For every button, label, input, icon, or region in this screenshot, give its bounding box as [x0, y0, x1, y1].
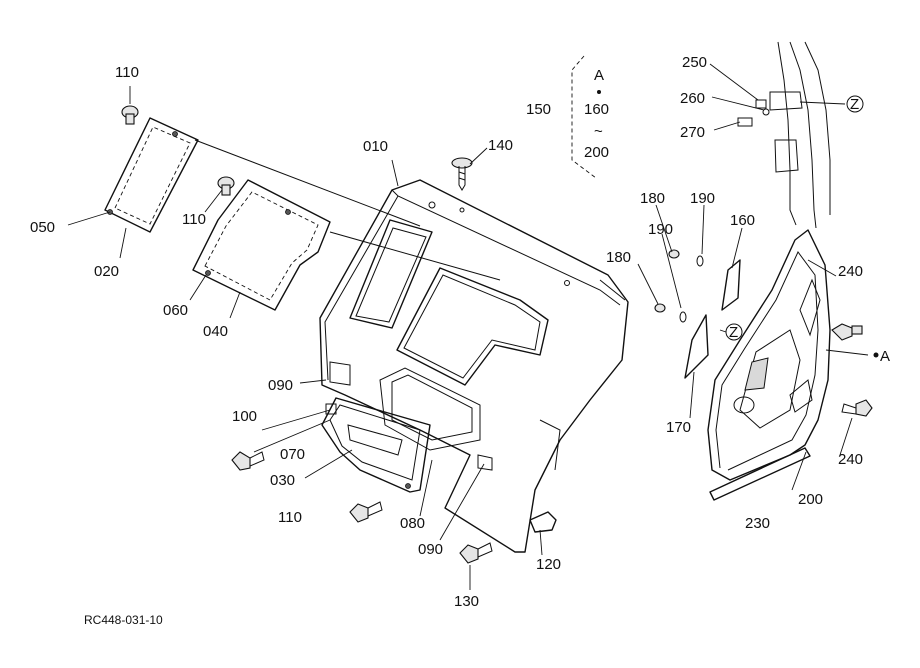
bolt-240-upper [831, 323, 863, 341]
label-240: 240 [838, 451, 863, 468]
svg-text:Z: Z [850, 96, 859, 113]
bolt-240-lower [841, 399, 873, 417]
main-panel-010 [319, 179, 629, 553]
label-110: 110 [278, 509, 302, 526]
label-130: 130 [454, 593, 479, 610]
side-frame [769, 41, 831, 229]
z-marker-mid: Z [725, 323, 743, 341]
cover-030 [321, 397, 431, 493]
label-200: 200 [798, 491, 823, 508]
label-020: 020 [94, 263, 119, 280]
label-070: 070 [280, 446, 305, 463]
label-260: 260 [680, 90, 705, 107]
z-marker-top: Z [846, 95, 864, 113]
label-190: 190 [648, 221, 673, 238]
label-100: 100 [232, 408, 257, 425]
leader-lines [67, 63, 869, 590]
label-180: 180 [640, 190, 665, 207]
label-180: 180 [606, 249, 631, 266]
label-080: 080 [400, 515, 425, 532]
part-labels: 110 050 020 110 060 040 010 140 090 100 … [30, 54, 863, 610]
a-marker-dot [873, 352, 879, 358]
clip-140 [451, 157, 473, 191]
label-010: 010 [363, 138, 388, 155]
label-040: 040 [203, 323, 228, 340]
label-150: 150 [526, 101, 551, 118]
bolt-100 [231, 451, 265, 471]
label-170: 170 [666, 419, 691, 436]
label-270: 270 [680, 124, 705, 141]
label-090: 090 [418, 541, 443, 558]
label-110: 110 [182, 211, 206, 228]
label-160: 160 [730, 212, 755, 229]
bolt-110-mid [217, 176, 235, 196]
label-060: 060 [163, 302, 188, 319]
range-bracket [571, 55, 597, 179]
a-marker-label: A [880, 348, 890, 365]
bolt-130 [459, 542, 493, 564]
label-250: 250 [682, 54, 707, 71]
label-240: 240 [838, 263, 863, 280]
bolt-110-bottom [349, 501, 383, 523]
range-tilde: ~ [594, 123, 603, 140]
range-to: 200 [584, 144, 609, 161]
pad-160 [721, 259, 741, 311]
drawing-code: RC448-031-10 [84, 613, 163, 627]
label-050: 050 [30, 219, 55, 236]
label-140: 140 [488, 137, 513, 154]
range-from: 160 [584, 101, 609, 118]
label-030: 030 [270, 472, 295, 489]
range-top: A [594, 67, 604, 84]
label-090: 090 [268, 377, 293, 394]
screws-180-190 [654, 249, 704, 323]
strip-230 [709, 447, 811, 501]
side-panel-200 [707, 229, 831, 481]
svg-text:Z: Z [729, 324, 738, 341]
label-110: 110 [115, 64, 139, 81]
label-120: 120 [536, 556, 561, 573]
pad-170 [684, 314, 709, 379]
cover-040 [192, 179, 331, 311]
bolt-110-top [121, 105, 139, 125]
label-190: 190 [690, 190, 715, 207]
label-230: 230 [745, 515, 770, 532]
fasteners-250-270 [737, 99, 770, 127]
bracket-120 [529, 511, 557, 533]
